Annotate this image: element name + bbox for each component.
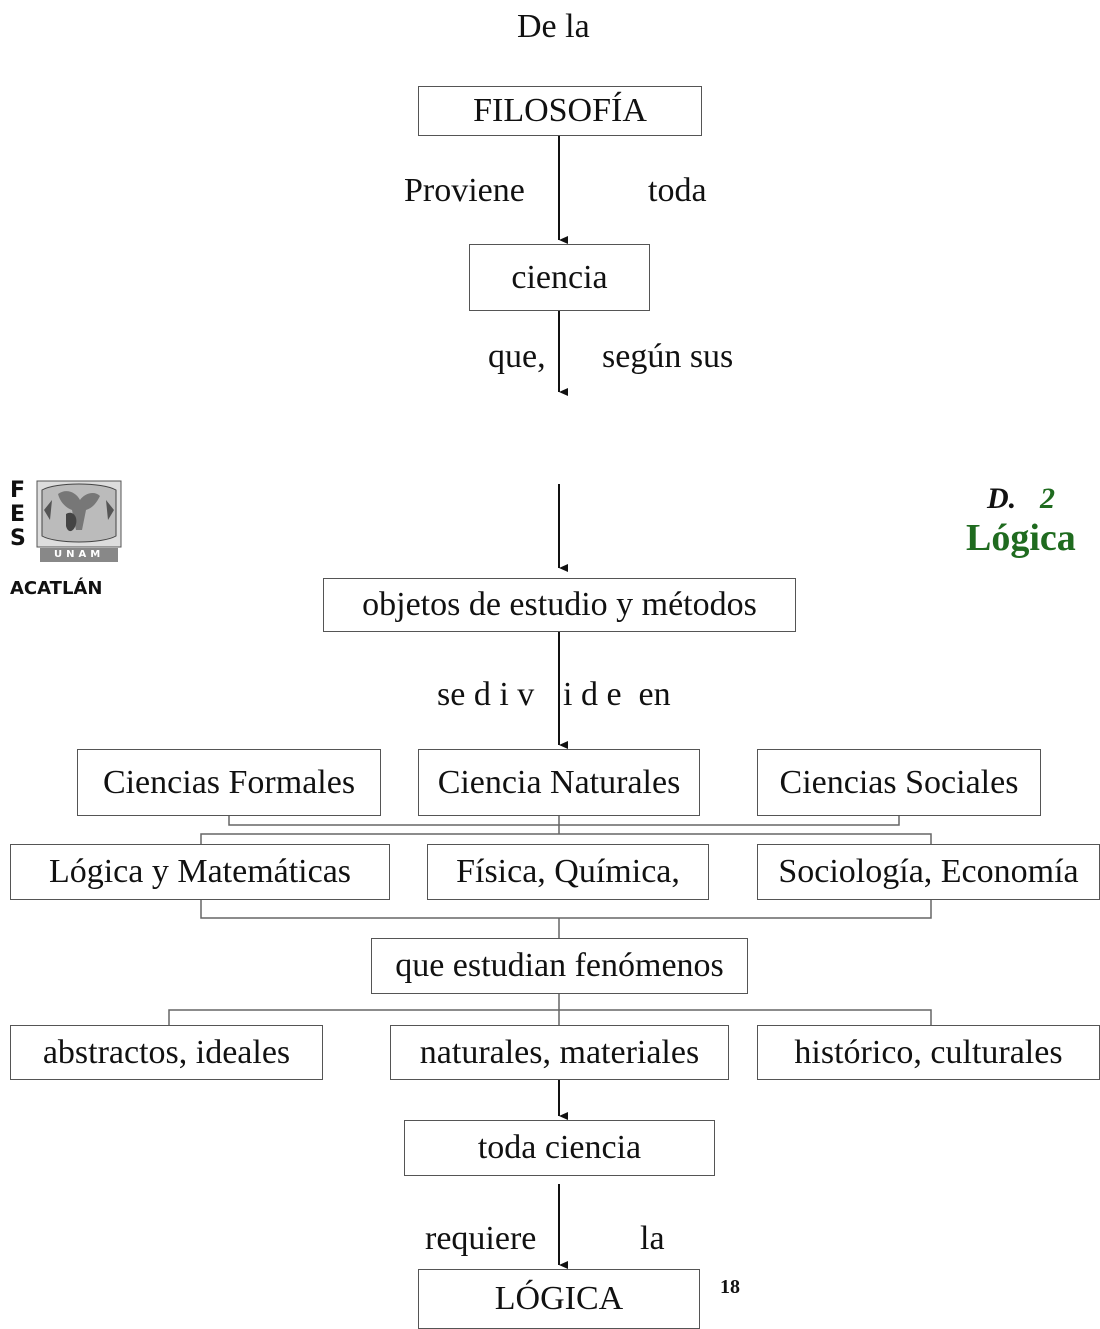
box-abstractos-ideales: abstractos, ideales	[10, 1025, 323, 1080]
corner-d-label: D.	[987, 482, 1017, 515]
box-naturales-materiales: naturales, materiales	[390, 1025, 729, 1080]
intro-text: De la	[517, 8, 590, 45]
page-number: 18	[720, 1276, 740, 1298]
bracket-disciplinas-top	[200, 833, 932, 844]
box-ciencias-sociales: Ciencias Sociales	[757, 749, 1041, 816]
box-estudian-fenomenos: que estudian fenómenos	[371, 938, 748, 994]
bracket-disciplinas-bottom	[200, 900, 932, 919]
unam-seal-icon	[36, 480, 122, 562]
label-se-divide-left: se d i v	[437, 676, 535, 713]
label-la: la	[640, 1220, 665, 1257]
label-que: que,	[488, 338, 546, 375]
box-logica-matematicas: Lógica y Matemáticas	[10, 844, 390, 900]
corner-logica-title: Lógica	[966, 517, 1076, 559]
label-se-divide-right: i d e en	[563, 676, 671, 713]
box-ciencias-formales: Ciencias Formales	[77, 749, 381, 816]
label-toda: toda	[648, 172, 707, 209]
seal-text: UNAM	[54, 549, 105, 560]
box-fisica-quimica: Física, Química,	[427, 844, 709, 900]
logo-letter-s: S	[10, 526, 26, 551]
logo-acatlan-name: ACATLÁN	[10, 578, 103, 599]
box-ciencia: ciencia	[469, 244, 650, 311]
fes-acatlan-logo: F E S UNAM ACATLÁN	[10, 478, 122, 600]
box-sociologia-economia: Sociología, Economía	[757, 844, 1100, 900]
box-historico-culturales: histórico, culturales	[757, 1025, 1100, 1080]
label-proviene: Proviene	[404, 172, 525, 209]
box-logica-final: LÓGICA	[418, 1269, 700, 1329]
logo-letter-e: E	[10, 502, 26, 527]
logo-letter-f: F	[10, 478, 26, 503]
label-requiere: requiere	[425, 1220, 537, 1257]
box-toda-ciencia: toda ciencia	[404, 1120, 715, 1176]
box-objetos-estudio: objetos de estudio y métodos	[323, 578, 796, 632]
label-segun-sus: según sus	[602, 338, 734, 375]
corner-d-number: 2	[1040, 482, 1055, 515]
box-filosofia: FILOSOFÍA	[418, 86, 702, 136]
bracket-ciencias	[228, 816, 900, 826]
box-ciencias-naturales: Ciencia Naturales	[418, 749, 700, 816]
bracket-fenomenos	[168, 1009, 932, 1025]
